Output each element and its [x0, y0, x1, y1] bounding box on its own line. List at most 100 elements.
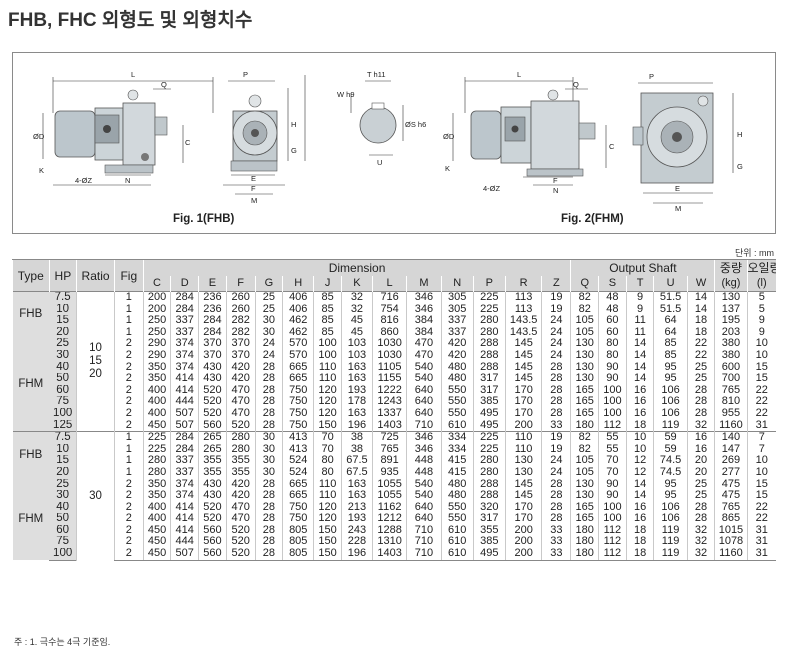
fig-cell: 2	[113, 501, 144, 514]
value-cell: 550	[440, 396, 474, 408]
value-cell: 288	[472, 361, 506, 374]
value-cell: 33	[541, 548, 571, 561]
value-cell: 280	[472, 326, 506, 339]
value-cell: 28	[254, 407, 283, 420]
value-cell: 213	[340, 501, 373, 514]
hp-cell: 15	[49, 455, 77, 467]
value-cell: 85	[313, 326, 342, 339]
value-cell: 10	[746, 466, 776, 479]
header-hp: HP	[48, 259, 77, 292]
value-cell: 570	[282, 338, 314, 350]
value-cell: 524	[282, 455, 314, 467]
value-cell: 225	[472, 443, 506, 456]
footnote: 주 : 1. 극수는 4극 기준임.	[14, 637, 111, 647]
value-cell: 64	[653, 326, 688, 339]
value-cell: 374	[170, 338, 199, 350]
value-cell: 16	[625, 501, 654, 514]
value-cell: 200	[142, 303, 171, 316]
value-cell: 130	[504, 466, 542, 479]
value-cell: 480	[440, 490, 474, 502]
value-cell: 337	[440, 315, 474, 327]
value-cell: 400	[142, 384, 171, 397]
value-cell: 80	[598, 338, 627, 350]
value-cell: 225	[472, 303, 506, 316]
value-cell: 28	[254, 490, 283, 502]
dim-F-fig1: F	[251, 184, 256, 193]
value-cell: 95	[653, 478, 688, 491]
value-cell: 524	[282, 466, 314, 479]
value-cell: 28	[541, 361, 571, 374]
value-cell: 280	[142, 466, 171, 479]
value-cell: 700	[714, 373, 748, 385]
value-cell: 540	[406, 373, 442, 385]
value-cell: 610	[440, 524, 474, 537]
value-cell: 103	[340, 338, 373, 350]
value-cell: 355	[472, 524, 506, 537]
value-cell: 284	[170, 290, 199, 304]
value-cell: 200	[142, 290, 171, 304]
fig-cell: 2	[113, 396, 144, 408]
fig-cell: 1	[113, 455, 144, 467]
value-cell: 112	[598, 524, 627, 537]
value-cell: 1160	[714, 419, 748, 432]
value-cell: 103	[340, 349, 373, 362]
value-cell: 24	[254, 338, 283, 350]
dim-U-shaft: U	[377, 158, 382, 167]
value-cell: 665	[282, 373, 314, 385]
value-cell: 10	[746, 455, 776, 467]
value-cell: 507	[170, 419, 199, 432]
value-cell: 280	[472, 466, 506, 479]
value-cell: 550	[440, 501, 474, 514]
value-cell: 28	[686, 407, 715, 420]
value-cell: 33	[541, 524, 571, 537]
dim-D-fig2: ØD	[443, 132, 455, 141]
value-cell: 236	[198, 303, 227, 316]
value-cell: 1222	[371, 384, 407, 397]
value-cell: 640	[406, 513, 442, 525]
value-cell: 30	[254, 466, 283, 479]
value-cell: 32	[686, 419, 715, 432]
figure-caption-fig1: Fig. 1(FHB)	[173, 213, 235, 225]
value-cell: 24	[541, 326, 571, 339]
value-cell: 5	[746, 303, 776, 316]
value-cell: 74.5	[653, 466, 688, 479]
value-cell: 355	[198, 466, 227, 479]
value-cell: 28	[254, 419, 283, 432]
value-cell: 28	[254, 373, 283, 385]
value-cell: 1030	[371, 338, 407, 350]
type-label: FHM	[12, 478, 50, 561]
dim-C-fig2: C	[609, 142, 615, 151]
header-dim-g: G	[254, 276, 283, 292]
value-cell: 1310	[371, 536, 407, 549]
value-cell: 119	[653, 548, 688, 561]
value-cell: 305	[440, 290, 474, 304]
value-cell: 105	[570, 455, 599, 467]
value-cell: 24	[541, 349, 571, 362]
value-cell: 520	[198, 407, 227, 420]
value-cell: 110	[313, 478, 342, 491]
dim-H-fig2: H	[737, 130, 742, 139]
dim-G-fig1: G	[291, 146, 297, 155]
value-cell: 9	[746, 326, 776, 339]
header-dim-z: Z	[541, 276, 571, 292]
header-oil-unit: (l)	[746, 276, 776, 292]
value-cell: 30	[254, 431, 283, 444]
value-cell: 282	[225, 315, 256, 327]
header-weight: 중량	[714, 259, 748, 276]
value-cell: 105	[570, 466, 599, 479]
value-cell: 288	[472, 338, 506, 350]
value-cell: 520	[225, 536, 256, 549]
header-fig: Fig	[113, 259, 144, 292]
value-cell: 60	[598, 315, 627, 327]
value-cell: 110	[313, 373, 342, 385]
value-cell: 48	[598, 290, 627, 304]
dim-L-fig2: L	[517, 70, 521, 79]
value-cell: 110	[313, 490, 342, 502]
value-cell: 180	[570, 536, 599, 549]
